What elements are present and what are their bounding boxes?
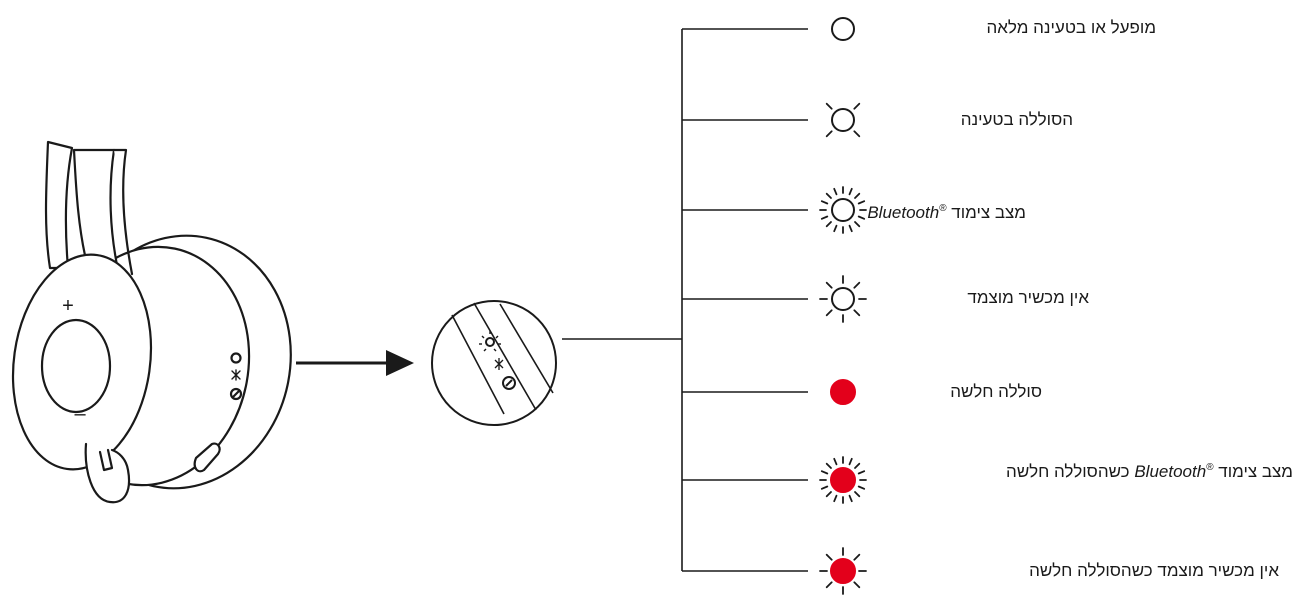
led-ray bbox=[825, 462, 832, 469]
bluetooth-brand: ®Bluetooth bbox=[1134, 462, 1214, 481]
led-ray bbox=[854, 491, 861, 498]
led-ray bbox=[848, 224, 853, 233]
led-ray bbox=[848, 457, 853, 466]
led-ray bbox=[825, 102, 833, 110]
headset-illustration bbox=[11, 140, 292, 504]
led-ray bbox=[853, 102, 861, 110]
led-ray bbox=[857, 485, 866, 490]
bluetooth-brand: ®Bluetooth bbox=[867, 203, 947, 222]
zoom-detail bbox=[431, 300, 557, 426]
led-ray bbox=[853, 553, 861, 561]
led-ray bbox=[825, 192, 832, 199]
volume-up-symbol: + bbox=[62, 295, 74, 317]
led-ray bbox=[820, 470, 829, 475]
legend-label-charging: הסוללה בטעינה bbox=[960, 110, 1073, 129]
led-ray bbox=[820, 200, 829, 205]
led-ray bbox=[853, 130, 861, 138]
led-ray bbox=[825, 309, 833, 317]
led-ray bbox=[857, 200, 866, 205]
volume-down-symbol: – bbox=[74, 403, 86, 425]
led-ray bbox=[853, 281, 861, 289]
legend-label-no-device-low: אין מכשיר מוצמד כשהסוללה חלשה bbox=[1029, 561, 1279, 580]
led-ray bbox=[825, 221, 832, 228]
legend-label-low-battery: סוללה חלשה bbox=[950, 382, 1042, 401]
led-no-device-low-icon bbox=[819, 547, 867, 595]
led-no-device-icon bbox=[819, 275, 867, 323]
led-ray bbox=[825, 281, 833, 289]
led-ray bbox=[825, 581, 833, 589]
led-ray bbox=[820, 485, 829, 490]
led-charging-icon bbox=[825, 102, 861, 138]
legend-label-pairing: מצב צימוד ®Bluetooth bbox=[867, 203, 1026, 222]
legend-label-pairing-low: מצב צימוד ®Bluetooth כשהסוללה חלשה bbox=[1006, 462, 1293, 481]
led-on-full-icon bbox=[831, 17, 855, 41]
led-low-battery-icon bbox=[830, 379, 856, 405]
led-icons bbox=[819, 17, 867, 595]
led-ray bbox=[854, 221, 861, 228]
led-ray bbox=[833, 187, 838, 196]
led-ray bbox=[820, 215, 829, 220]
led-ray bbox=[833, 457, 838, 466]
led-ray bbox=[854, 462, 861, 469]
led-ray bbox=[825, 130, 833, 138]
led-pairing-low-icon bbox=[819, 456, 867, 504]
led-ray bbox=[853, 309, 861, 317]
arrow-right-icon bbox=[296, 350, 414, 376]
led-ray bbox=[854, 192, 861, 199]
legend-connector bbox=[562, 28, 808, 572]
led-ray bbox=[833, 224, 838, 233]
led-pairing-icon bbox=[819, 186, 867, 234]
led-ray bbox=[833, 494, 838, 503]
legend-label-on-full: מופעל או בטעינה מלאה bbox=[986, 18, 1156, 37]
led-ray bbox=[853, 581, 861, 589]
led-ray bbox=[857, 215, 866, 220]
legend-label-no-device: אין מכשיר מוצמד bbox=[967, 288, 1089, 307]
led-ray bbox=[825, 491, 832, 498]
led-ray bbox=[848, 494, 853, 503]
led-ray bbox=[857, 470, 866, 475]
led-ray bbox=[848, 187, 853, 196]
led-ray bbox=[825, 553, 833, 561]
